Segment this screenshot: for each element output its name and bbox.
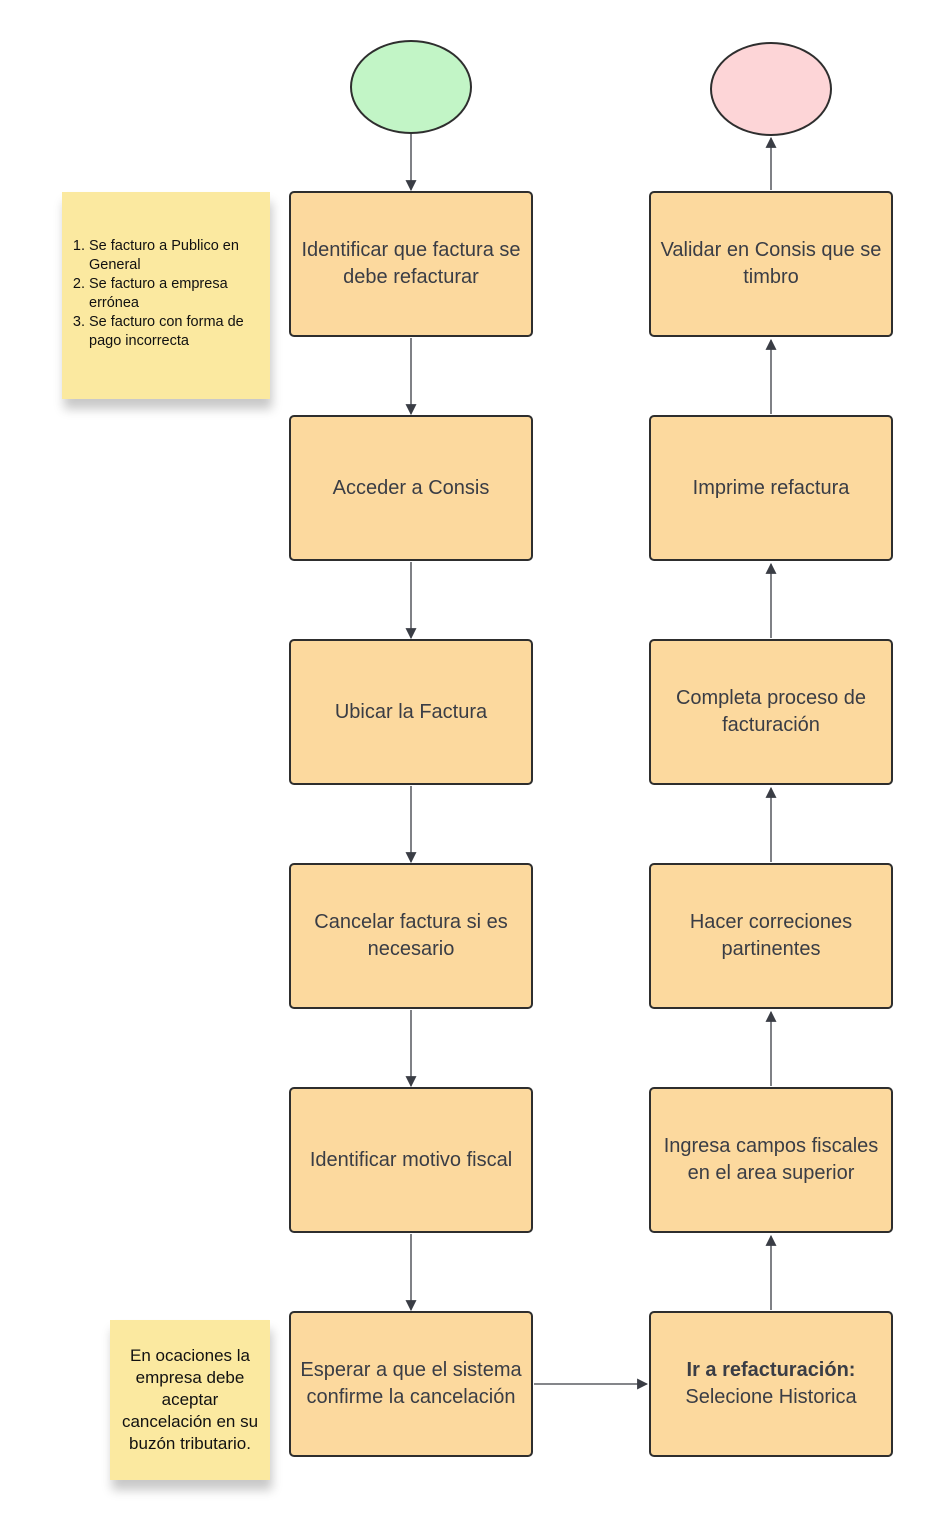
note-refacturar-reasons[interactable]: Se facturo a Publico en General Se factu…	[62, 192, 270, 399]
step-ir-refacturacion-bold: Ir a refacturación:	[686, 1359, 856, 1381]
step-completa-facturacion[interactable]: Completa proceso de facturación	[649, 639, 893, 785]
step-ubicar-factura[interactable]: Ubicar la Factura	[289, 639, 533, 785]
reason-item: Se facturo a Publico en General	[89, 237, 264, 275]
step-ir-refacturacion[interactable]: Ir a refacturación: Selecione Historica	[649, 1311, 893, 1457]
step-ubicar-factura-label: Ubicar la Factura	[334, 700, 488, 723]
step-ir-refacturacion-text: Selecione Historica	[685, 1386, 857, 1408]
reasons-list: Se facturo a Publico en General Se factu…	[62, 237, 264, 351]
step-cancelar-factura-label: Cancelar factura si es necesario	[314, 911, 508, 960]
step-identificar-motivo-label: Identificar motivo fiscal	[309, 1148, 513, 1171]
note-cancelacion-text: En ocaciones la empresa debe aceptar can…	[121, 1346, 259, 1453]
step-ingresa-campos[interactable]: Ingresa campos fiscales en el area super…	[649, 1087, 893, 1233]
reason-item: Se facturo a empresa errónea	[89, 275, 264, 313]
step-validar-timbro-label: Validar en Consis que se timbro	[660, 239, 882, 288]
note-cancelacion-buzon[interactable]: En ocaciones la empresa debe aceptar can…	[110, 1320, 270, 1480]
step-cancelar-factura[interactable]: Cancelar factura si es necesario	[289, 863, 533, 1009]
end-terminal[interactable]	[710, 42, 832, 136]
step-completa-facturacion-label: Completa proceso de facturación	[675, 687, 867, 736]
step-esperar-confirmacion[interactable]: Esperar a que el sistema confirme la can…	[289, 1311, 533, 1457]
reason-item: Se facturo con forma de pago incorrecta	[89, 313, 264, 351]
step-imprime-refactura[interactable]: Imprime refactura	[649, 415, 893, 561]
step-ir-refacturacion-label: Ir a refacturación: Selecione Historica	[685, 1357, 856, 1411]
step-identificar-motivo[interactable]: Identificar motivo fiscal	[289, 1087, 533, 1233]
step-ingresa-campos-label: Ingresa campos fiscales en el area super…	[663, 1135, 879, 1184]
start-terminal[interactable]	[350, 40, 472, 134]
step-identificar-factura-label: Identificar que factura se debe refactur…	[301, 239, 521, 288]
step-acceder-consis-label: Acceder a Consis	[332, 476, 490, 499]
step-hacer-correcciones[interactable]: Hacer correciones partinentes	[649, 863, 893, 1009]
step-hacer-correcciones-label: Hacer correciones partinentes	[689, 911, 853, 960]
step-imprime-refactura-label: Imprime refactura	[692, 476, 850, 499]
step-esperar-confirmacion-label: Esperar a que el sistema confirme la can…	[300, 1359, 522, 1408]
step-identificar-factura[interactable]: Identificar que factura se debe refactur…	[289, 191, 533, 337]
step-acceder-consis[interactable]: Acceder a Consis	[289, 415, 533, 561]
step-validar-timbro[interactable]: Validar en Consis que se timbro	[649, 191, 893, 337]
